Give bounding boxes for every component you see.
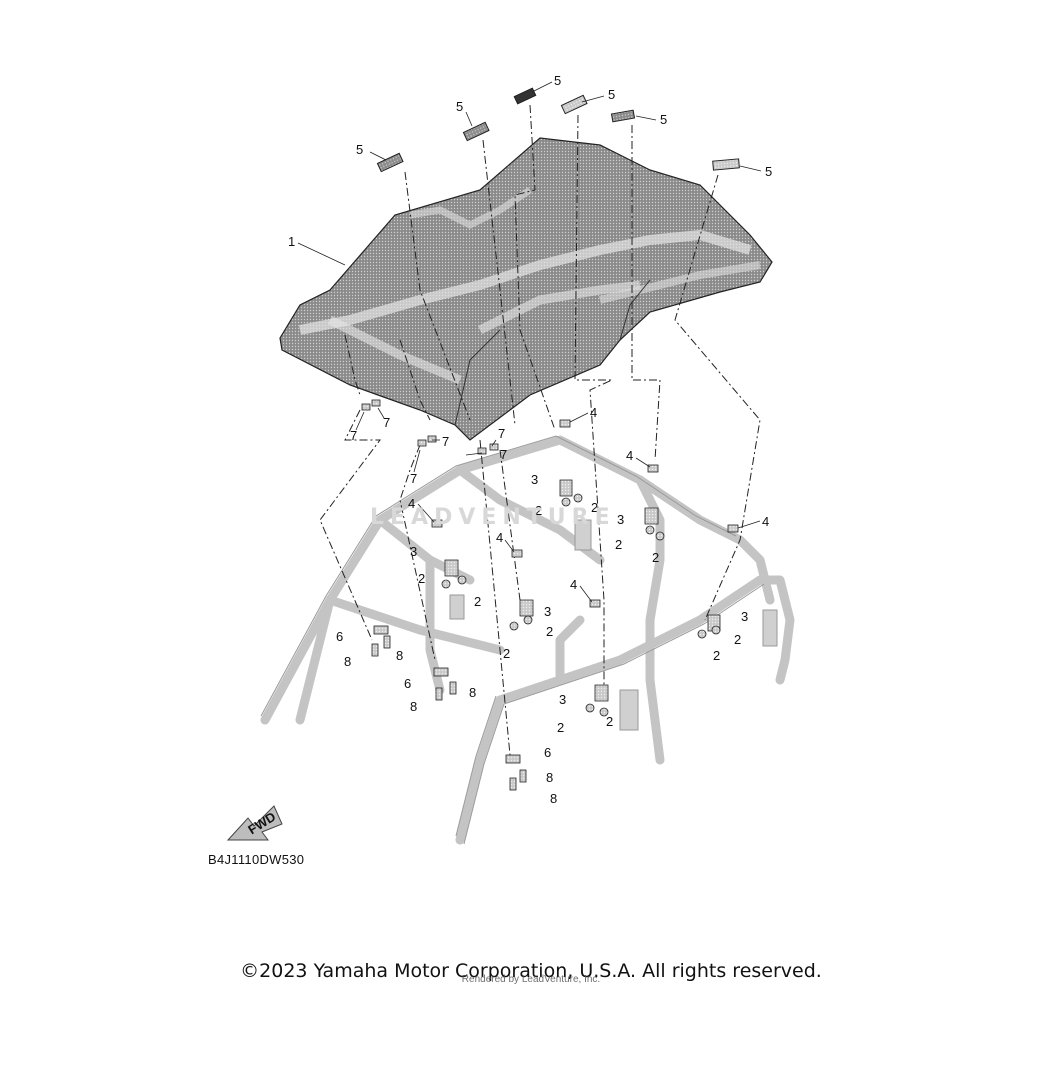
callout-label: 2	[535, 503, 542, 518]
callout-label: 4	[570, 577, 577, 592]
callout-label: 8	[410, 699, 417, 714]
callout-label: 2	[652, 550, 659, 565]
callout-label: 7	[350, 428, 357, 443]
roll-cage-outline	[260, 435, 765, 845]
callout-label: 3	[741, 609, 748, 624]
callout-label: 4	[590, 405, 597, 420]
caps-group	[376, 87, 740, 173]
callout-label: 5	[356, 142, 363, 157]
callout-label: 2	[713, 648, 720, 663]
callout-label: 2	[615, 537, 622, 552]
callout-label: 4	[496, 530, 503, 545]
callout-label: 2	[503, 646, 510, 661]
callout-label: 3	[559, 692, 566, 707]
cap-part	[376, 152, 404, 173]
callout-label: 2	[591, 500, 598, 515]
callout-label: 7	[383, 415, 390, 430]
cap-part	[712, 158, 740, 171]
callout-label: 8	[469, 685, 476, 700]
hardware-parts	[361, 399, 739, 791]
callout-label: 2	[418, 571, 425, 586]
callout-label: 6	[544, 745, 551, 760]
cap-part	[462, 121, 490, 142]
callout-label: 7	[442, 434, 449, 449]
callout-label: 8	[396, 648, 403, 663]
callout-label: 3	[544, 604, 551, 619]
callout-label: 3	[617, 512, 624, 527]
cap-part	[610, 109, 636, 123]
cap-part	[560, 94, 588, 115]
roll-cage-frame	[260, 435, 795, 845]
fwd-arrow-icon: FWD	[226, 805, 283, 841]
callout-label: 7	[500, 447, 507, 462]
rendered-by-note: Rendered by LeadVenture, Inc.	[461, 974, 601, 985]
roof-shell	[279, 137, 773, 441]
callout-label: 2	[557, 720, 564, 735]
copyright-notice: ©2023 Yamaha Motor Corporation, U.S.A. A…	[240, 960, 822, 982]
callout-label: 4	[408, 496, 415, 511]
callout-numbers: 1 5 5 5 5 5 5 7 7 7 7 7 7 4 4 4 4 4 4 3 …	[288, 73, 772, 806]
callout-label: 8	[344, 654, 351, 669]
callout-label: 5	[660, 112, 667, 127]
callout-label: 5	[765, 164, 772, 179]
callout-label: 5	[608, 87, 615, 102]
callout-label: 3	[531, 472, 538, 487]
callout-label: 7	[410, 471, 417, 486]
frame-brackets	[449, 519, 778, 731]
callout-label: 2	[606, 714, 613, 729]
callout-label: 3	[410, 544, 417, 559]
callout-label: 8	[546, 770, 553, 785]
callout-label: 2	[474, 594, 481, 609]
callout-label: 6	[404, 676, 411, 691]
assembly-leader-lines	[319, 104, 761, 756]
cap-part	[513, 87, 537, 105]
callout-label: 2	[734, 632, 741, 647]
roof-panel	[279, 137, 773, 441]
callout-label: 8	[550, 791, 557, 806]
roof-highlight	[299, 229, 752, 335]
callout-label: 6	[336, 629, 343, 644]
callout-leaders	[297, 81, 762, 603]
callout-label: 2	[546, 624, 553, 639]
callout-label: 1	[288, 234, 295, 249]
callout-label: 4	[762, 514, 769, 529]
diagram-code: B4J1110DW530	[208, 852, 305, 867]
callout-label: 7	[498, 426, 505, 441]
callout-label: 4	[626, 448, 633, 463]
callout-label: 5	[456, 99, 463, 114]
watermark-text: LEADVENTURE	[370, 505, 616, 530]
callout-label: 5	[554, 73, 561, 88]
